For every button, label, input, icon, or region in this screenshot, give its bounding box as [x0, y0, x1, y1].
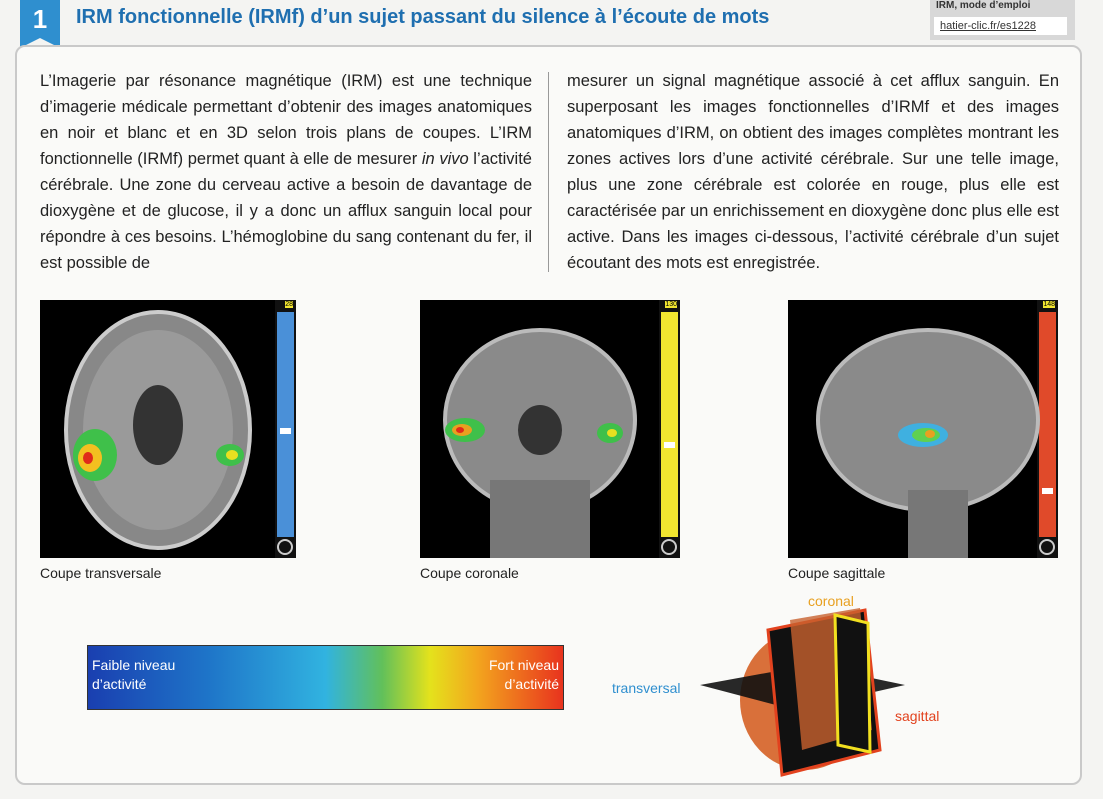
- text-column-right: mesurer un signal magnétique associé à c…: [567, 72, 1059, 272]
- mri-transversal: 28: [40, 300, 296, 558]
- text-column-left: L’Imagerie par résonance magnétique (IRM…: [40, 68, 532, 276]
- scale-max-value: 130: [665, 301, 677, 308]
- activity-color-scale: Faible niveau d’activité Fort niveau d’a…: [87, 645, 564, 710]
- column-divider: [548, 72, 549, 272]
- text-italic: in vivo: [421, 150, 469, 168]
- text-left-part1: L’Imagerie par résonance magnétique (IRM…: [40, 72, 532, 168]
- document-title: IRM fonctionnelle (IRMf) d’un sujet pass…: [76, 6, 770, 28]
- label-sagittal: sagittal: [895, 708, 940, 724]
- resource-label: IRM, mode d’emploi: [936, 0, 1031, 11]
- resource-link[interactable]: hatier-clic.fr/es1228: [934, 17, 1067, 35]
- scale-max-value: 28: [285, 301, 293, 308]
- mri-sagittal: 148: [788, 300, 1058, 558]
- mri-coronal: 130: [420, 300, 680, 558]
- document-number-badge: 1: [20, 0, 60, 48]
- caption-transversal: Coupe transversale: [40, 565, 162, 581]
- caption-coronal: Coupe coronale: [420, 565, 519, 581]
- caption-sagittal: Coupe sagittale: [788, 565, 886, 581]
- text-left-part2: l’activité cérébrale. Une zone du cervea…: [40, 150, 532, 272]
- planes-diagram: coronal transversal sagittal: [612, 590, 950, 785]
- label-transversal: transversal: [612, 680, 681, 696]
- legend-low: Faible niveau d’activité: [92, 657, 176, 692]
- label-coronal: coronal: [808, 593, 854, 609]
- scale-max-value: 148: [1043, 301, 1055, 308]
- legend-high: Fort niveau d’activité: [488, 657, 559, 692]
